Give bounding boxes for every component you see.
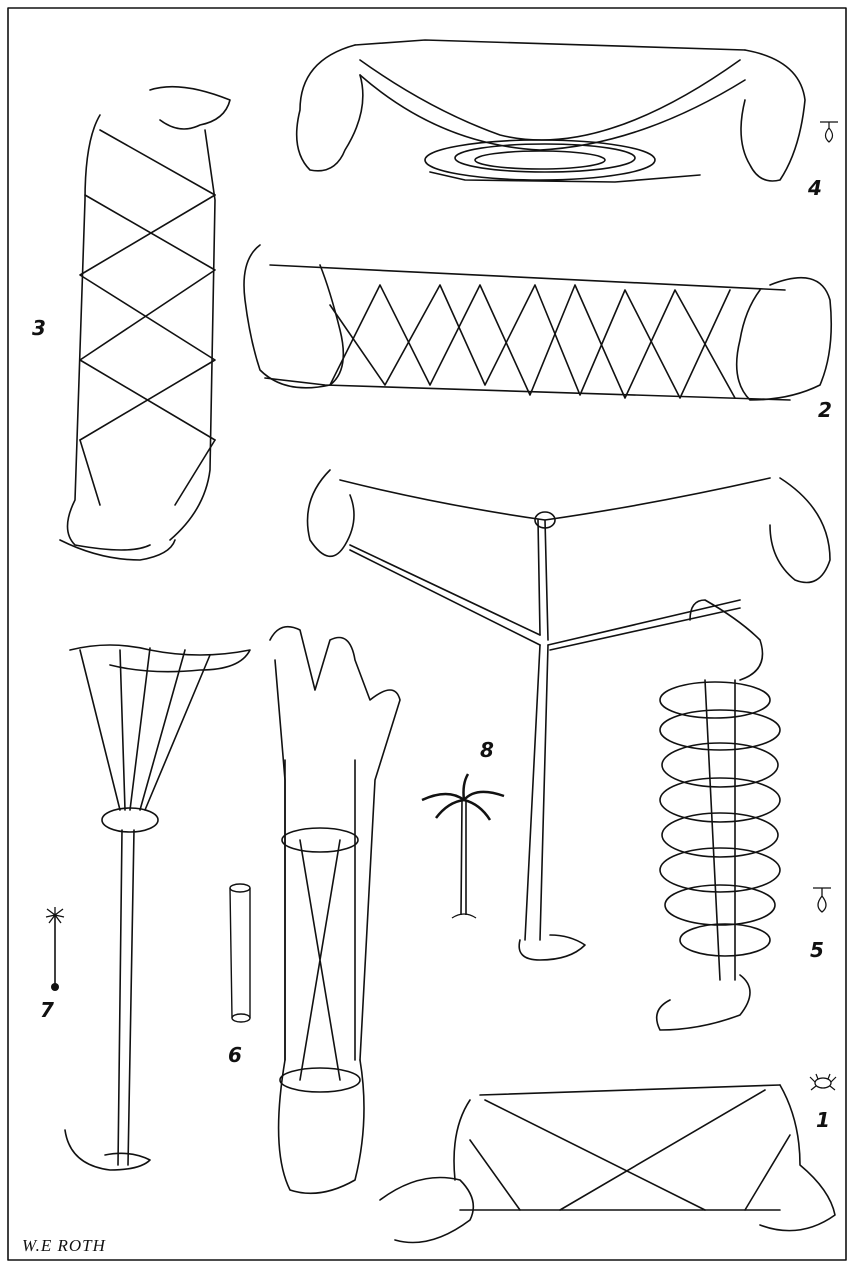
tube-icon <box>222 880 258 1030</box>
palm-tree-icon <box>418 770 508 930</box>
crab-icon <box>808 1070 838 1094</box>
palm-icon <box>40 905 70 995</box>
figure-label-1: 1 <box>816 1110 830 1130</box>
noose-icon <box>810 884 836 916</box>
figure-label-2: 2 <box>818 400 832 420</box>
figure-5-drawing <box>657 600 780 1030</box>
figure-8-drawing <box>308 470 831 960</box>
figure-2-drawing <box>244 245 831 400</box>
figure-label-8: 8 <box>480 740 494 760</box>
figure-label-7: 7 <box>40 1000 54 1020</box>
figure-label-4: 4 <box>808 178 822 198</box>
figure-label-5: 5 <box>810 940 824 960</box>
signature: W.E ROTH <box>22 1236 106 1256</box>
figure-4-drawing <box>297 40 805 182</box>
figure-1-drawing <box>380 1085 835 1243</box>
noose-icon <box>818 118 844 146</box>
plate-border <box>8 8 846 1260</box>
figure-label-3: 3 <box>32 318 46 338</box>
figure-3-drawing <box>60 87 230 560</box>
figure-6-drawing <box>270 627 400 1194</box>
figure-label-6: 6 <box>228 1045 242 1065</box>
